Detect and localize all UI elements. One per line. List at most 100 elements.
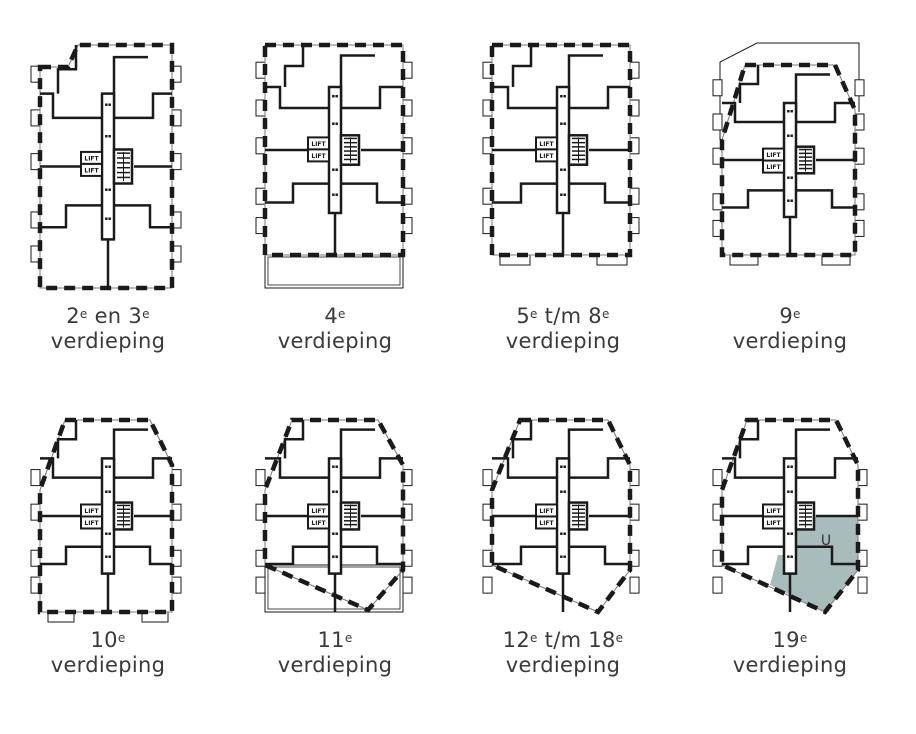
lift <box>80 162 103 177</box>
floor-number: 4e <box>235 304 435 329</box>
door-marker: ▪▪ <box>332 192 339 198</box>
balcony <box>264 254 404 289</box>
floor-word: verdieping <box>50 329 166 353</box>
floor-number-text: 5 <box>516 304 530 328</box>
floor-word: verdieping <box>505 329 621 353</box>
interior-wall <box>114 545 172 566</box>
floor-word: verdieping <box>277 329 393 353</box>
lift-label: LIFT <box>539 508 554 515</box>
interior-wall <box>738 65 760 103</box>
lift-label: LIFT <box>84 167 99 174</box>
ordinal-suffix: e <box>792 307 801 321</box>
highlighted-unit <box>770 515 858 612</box>
lift-label: LIFT <box>84 155 99 162</box>
door-marker: ▪▪ <box>105 133 112 139</box>
lift <box>762 515 785 530</box>
ordinal-suffix: e <box>530 307 538 321</box>
interior-wall <box>796 189 855 209</box>
interior-wall <box>722 189 784 209</box>
interior-wall <box>796 457 858 479</box>
floor-word: verdieping <box>505 653 621 677</box>
interior-wall <box>492 457 557 479</box>
interior-wall <box>283 45 305 87</box>
floor-number-text: 10 <box>90 628 118 652</box>
lift <box>762 159 785 174</box>
interior-wall <box>265 457 329 479</box>
floor-word: verdieping <box>732 329 848 353</box>
lift-label: LIFT <box>539 141 554 148</box>
floor-number-text: en 3 <box>87 304 143 328</box>
interior-wall <box>339 428 375 478</box>
floor-number-text: 4 <box>324 304 338 328</box>
door-marker: ▪▪ <box>332 167 339 173</box>
floor-number: 9e <box>690 304 890 329</box>
door-marker: ▪▪ <box>105 216 112 222</box>
door-marker: ▪▪ <box>560 94 567 100</box>
interior-wall <box>722 457 784 479</box>
interior-wall <box>492 545 557 566</box>
ordinal-suffix: e <box>79 307 88 321</box>
interior-wall <box>569 85 630 110</box>
door-marker: ▪▪ <box>332 464 339 470</box>
interior-wall <box>114 204 172 229</box>
interior-wall <box>341 457 403 479</box>
ordinal-suffix: e <box>344 631 353 645</box>
door-marker: ▪▪ <box>332 554 339 560</box>
interior-wall <box>567 428 603 478</box>
door-marker: ▪▪ <box>105 187 112 193</box>
door-marker: ▪▪ <box>560 489 567 495</box>
interior-wall <box>567 54 603 108</box>
lift-label: LIFT <box>311 520 326 527</box>
interior-wall <box>283 420 305 459</box>
interior-wall <box>569 182 630 204</box>
floor-number: 10e <box>8 628 208 653</box>
door-marker: ▪▪ <box>560 121 567 127</box>
interior-wall <box>114 457 172 479</box>
door-marker: ▪▪ <box>105 554 112 560</box>
door-marker: ▪▪ <box>560 531 567 537</box>
window-bay <box>482 576 493 594</box>
door-marker: ▪▪ <box>787 175 794 181</box>
ordinal-suffix: e <box>142 307 150 321</box>
door-marker: ▪▪ <box>560 167 567 173</box>
lift <box>307 148 330 163</box>
interior-wall <box>796 545 858 566</box>
balcony <box>264 564 404 613</box>
door-marker: ▪▪ <box>560 192 567 198</box>
interior-wall <box>114 92 172 120</box>
door-marker: ▪▪ <box>560 464 567 470</box>
lift <box>80 515 103 530</box>
interior-wall <box>569 457 630 479</box>
floor-word: verdieping <box>277 653 393 677</box>
ordinal-suffix: e <box>615 631 624 645</box>
window-bay <box>402 576 413 594</box>
lift-label: LIFT <box>539 520 554 527</box>
window-bay <box>712 79 723 97</box>
lift-label: LIFT <box>766 508 781 515</box>
door-marker: ▪▪ <box>105 531 112 537</box>
lift-label: LIFT <box>311 508 326 515</box>
floor-number-text: 11 <box>317 628 345 652</box>
interior-wall <box>794 73 830 122</box>
interior-wall <box>492 182 557 204</box>
interior-wall <box>56 420 78 459</box>
interior-wall <box>738 420 760 459</box>
interior-wall <box>722 101 784 124</box>
floor-label-floor-11: 11e verdieping <box>235 628 435 678</box>
lift-label: LIFT <box>311 153 326 160</box>
interior-wall <box>265 85 329 110</box>
facade-wall <box>37 42 175 291</box>
interior-wall <box>40 545 102 566</box>
facade-wall <box>262 417 406 613</box>
lift <box>535 515 558 530</box>
door-marker: ▪▪ <box>332 489 339 495</box>
interior-wall <box>40 92 102 120</box>
